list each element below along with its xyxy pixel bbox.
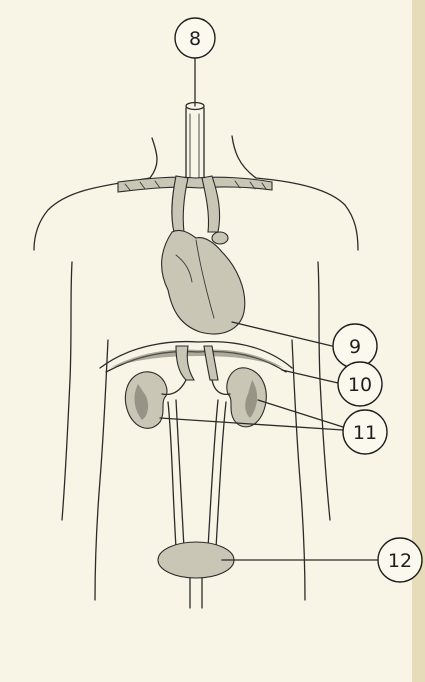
callout-10: 10 — [338, 362, 382, 406]
left-arm-inner-line — [62, 262, 72, 520]
right-ureter-outer — [216, 402, 226, 548]
urethra — [190, 578, 202, 608]
diaphragm-shading — [110, 350, 284, 368]
callout-9: 9 — [333, 324, 377, 368]
subclavian-vessels — [118, 177, 272, 192]
callout-9-label: 9 — [349, 336, 361, 358]
leader-11-right — [258, 400, 343, 427]
body-outline — [34, 136, 358, 600]
right-arm-inner-line — [318, 262, 330, 520]
right-kidney — [227, 368, 266, 427]
leader-10 — [282, 370, 338, 383]
neck-right-line — [232, 136, 256, 178]
great-vessels — [118, 176, 272, 244]
callout-12-label: 12 — [388, 550, 412, 572]
callout-11: 11 — [343, 410, 387, 454]
callout-11-label: 11 — [353, 422, 377, 444]
callout-12: 12 — [378, 538, 422, 582]
torso-right-side — [292, 340, 305, 600]
airway-inner-lines — [190, 114, 199, 178]
aortic-arch-stub — [212, 232, 228, 244]
neck-left-line — [150, 138, 157, 178]
callout-8-label: 8 — [189, 28, 201, 50]
left-ureter-inner — [176, 400, 184, 548]
bladder — [158, 542, 234, 608]
left-carotid — [172, 176, 188, 232]
kidneys — [125, 368, 266, 428]
callout-10-label: 10 — [348, 374, 372, 396]
airway-column — [186, 103, 204, 181]
left-ureter-outer — [168, 402, 176, 548]
callout-8: 8 — [175, 18, 215, 58]
torso-left-side — [95, 340, 108, 600]
diaphragm-band — [100, 342, 292, 372]
heart — [162, 230, 245, 334]
leader-9 — [232, 322, 332, 346]
heart-shape — [162, 230, 245, 334]
